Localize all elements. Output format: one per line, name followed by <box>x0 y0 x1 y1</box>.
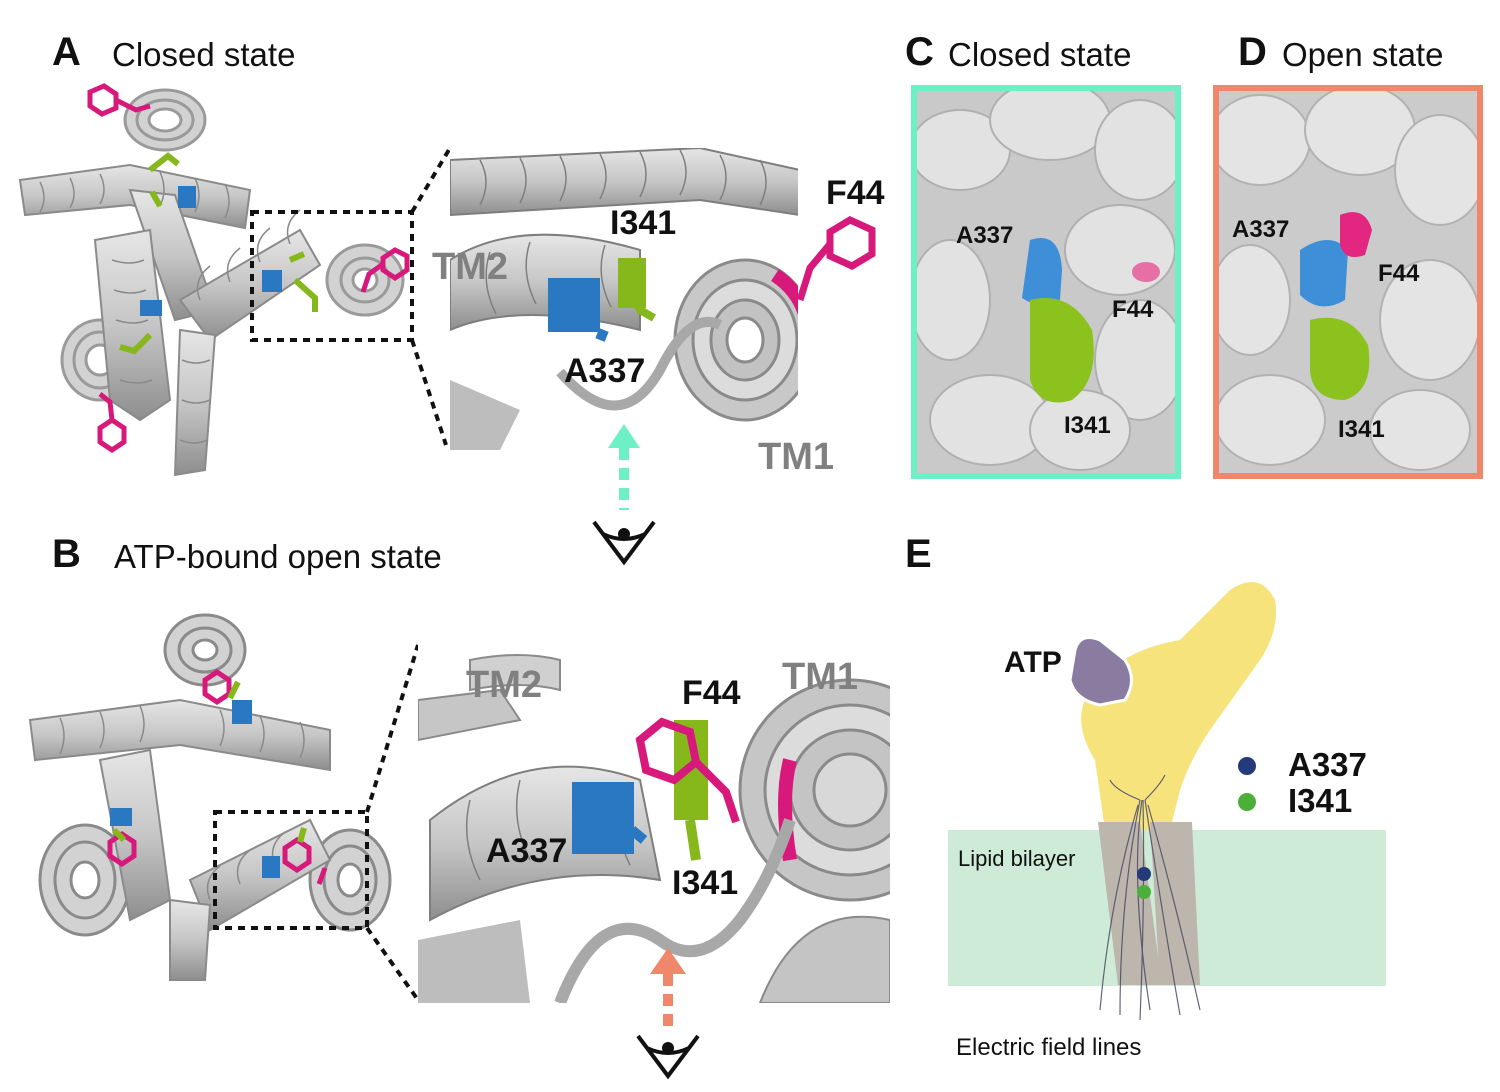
schematic-E <box>948 582 1386 1021</box>
surface-closed-i341: I341 <box>1064 412 1111 439</box>
panel-letter-d: D <box>1238 30 1267 74</box>
legend-i341-label: I341 <box>1288 782 1353 819</box>
view-arrow-open <box>650 948 686 1030</box>
legend-a337-label: A337 <box>1288 746 1367 783</box>
eye-icon <box>636 1034 700 1080</box>
legend-i341-dot <box>1238 793 1256 811</box>
tm-segment-left <box>1098 822 1162 985</box>
atp-label: ATP <box>1004 646 1062 679</box>
label-a337-open: A337 <box>486 832 568 870</box>
surface-closed-f44: F44 <box>1112 296 1154 323</box>
label-i341-open: I341 <box>672 864 739 902</box>
helix-bands-closed <box>18 163 322 477</box>
structure-open-overview <box>28 613 392 981</box>
surface-closed-a337: A337 <box>956 222 1014 249</box>
a337-dot <box>1137 867 1151 881</box>
i341-dot <box>1137 885 1151 899</box>
panel-title-d: Open state <box>1282 36 1444 73</box>
surface-closed-image <box>911 85 1181 479</box>
label-tm1-closed: TM1 <box>758 436 834 478</box>
label-i341-closed: I341 <box>610 204 677 242</box>
label-a337-closed: A337 <box>564 352 646 390</box>
legend-a337-dot <box>1238 757 1256 775</box>
bilayer-label: Lipid bilayer <box>958 846 1076 871</box>
residues-closed-overview <box>87 83 410 454</box>
surface-open-image <box>1213 85 1483 479</box>
eye-icon <box>592 520 656 566</box>
zoom-box-closed <box>250 210 414 342</box>
label-tm2-open: TM2 <box>466 664 542 706</box>
label-f44-open: F44 <box>682 674 741 712</box>
panel-title-c: Closed state <box>948 36 1132 73</box>
surface-open-a337: A337 <box>1232 216 1290 243</box>
zoom-closed-image <box>450 148 876 450</box>
panel-letter-c: C <box>905 30 934 74</box>
view-arrow-closed <box>608 424 640 510</box>
label-f44-closed: F44 <box>826 174 885 212</box>
zoom-box-open <box>213 810 369 930</box>
atp-blob <box>1068 636 1133 707</box>
label-tm1-open: TM1 <box>782 656 858 698</box>
panel-letter-a: A <box>52 30 81 74</box>
panel-letter-e: E <box>905 532 932 576</box>
surface-open-i341: I341 <box>1338 416 1385 443</box>
panel-title-a: Closed state <box>112 36 296 73</box>
panel-letter-b: B <box>52 532 81 576</box>
zoom-open-image <box>418 645 890 1003</box>
panel-title-b: ATP-bound open state <box>114 538 442 575</box>
field-lines-label: Electric field lines <box>956 1034 1142 1061</box>
protein-shape <box>1081 582 1276 830</box>
label-tm2-closed: TM2 <box>432 246 508 288</box>
surface-open-f44: F44 <box>1378 260 1420 287</box>
field-lines <box>1099 774 1201 1021</box>
